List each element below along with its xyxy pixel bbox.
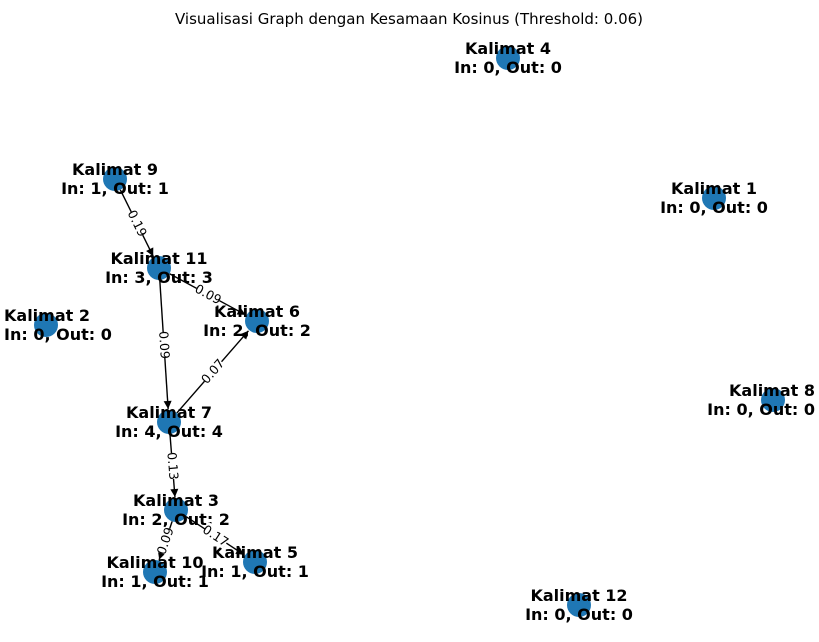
edge-weight-k11-k7: 0.09: [156, 331, 173, 360]
edge-weight-bg: [198, 356, 227, 386]
edge-weight-bg: [200, 522, 231, 549]
nodes-layer: [34, 46, 785, 617]
edge-weight-bg: [164, 452, 182, 480]
node-k10[interactable]: [143, 560, 167, 584]
arrowhead-k9-k11: [146, 247, 154, 257]
node-label-name: Kalimat 12: [530, 586, 627, 605]
node-label-name: Kalimat 6: [214, 302, 300, 321]
arrowhead-k3-k5: [235, 547, 245, 555]
node-label-name: Kalimat 9: [72, 160, 158, 179]
node-k3[interactable]: [164, 498, 188, 522]
node-k12[interactable]: [567, 593, 591, 617]
edge-weight-bg: [124, 208, 150, 239]
node-label-stats: In: 0, Out: 0: [525, 605, 633, 624]
node-k6[interactable]: [245, 309, 269, 333]
chart-title: Visualisasi Graph dengan Kesamaan Kosinu…: [175, 10, 643, 28]
arrowhead-k7-k3: [170, 488, 179, 498]
node-label-stats: In: 2, Out: 2: [203, 321, 311, 340]
node-k8[interactable]: [761, 388, 785, 412]
node-k2[interactable]: [34, 313, 58, 337]
node-k9[interactable]: [103, 167, 127, 191]
node-label-stats: In: 1, Out: 1: [61, 179, 169, 198]
node-label-name: Kalimat 2: [4, 306, 90, 325]
edge-weight-text: 0.19: [125, 207, 151, 239]
node-label-stats: In: 0, Out: 0: [660, 198, 768, 217]
node-k7[interactable]: [157, 410, 181, 434]
node-label-stats: In: 1, Out: 1: [101, 572, 209, 591]
arrowhead-k11-k7: [163, 400, 172, 410]
arrowhead-k11-k6: [236, 307, 246, 315]
node-label-stats: In: 3, Out: 3: [105, 268, 213, 287]
node-label-name: Kalimat 5: [212, 543, 298, 562]
node-label-stats: In: 1, Out: 1: [201, 562, 309, 581]
node-label-name: Kalimat 1: [671, 179, 757, 198]
node-label-name: Kalimat 8: [729, 381, 815, 400]
edge-weight-k7-k3: 0.13: [164, 451, 181, 480]
edge-weight-bg: [193, 281, 224, 307]
node-k1[interactable]: [702, 186, 726, 210]
node-label-name: Kalimat 4: [465, 39, 551, 58]
node-label-stats: In: 0, Out: 0: [454, 58, 562, 77]
node-k11[interactable]: [147, 256, 171, 280]
edge-weight-text: 0.09: [156, 331, 173, 360]
edge-weight-bg: [156, 331, 173, 359]
arrowhead-k7-k6: [240, 330, 249, 340]
node-label-name: Kalimat 7: [126, 403, 212, 422]
edge-weight-k3-k10: 0.09: [153, 525, 176, 556]
edge-weight-bg: [153, 526, 177, 556]
edge-weight-k9-k11: 0.19: [125, 207, 151, 239]
node-label-name: Kalimat 3: [133, 491, 219, 510]
node-label-stats: In: 0, Out: 0: [4, 325, 112, 344]
node-k5[interactable]: [243, 550, 267, 574]
node-label-name: Kalimat 11: [110, 249, 207, 268]
node-label-name: Kalimat 10: [106, 553, 203, 572]
node-label-stats: In: 2, Out: 2: [122, 510, 230, 529]
node-label-stats: In: 0, Out: 0: [707, 400, 815, 419]
edge-weight-text: 0.13: [164, 451, 181, 480]
edge-weight-text: 0.09: [153, 525, 176, 556]
node-label-stats: In: 4, Out: 4: [115, 422, 223, 441]
node-k4[interactable]: [496, 46, 520, 70]
